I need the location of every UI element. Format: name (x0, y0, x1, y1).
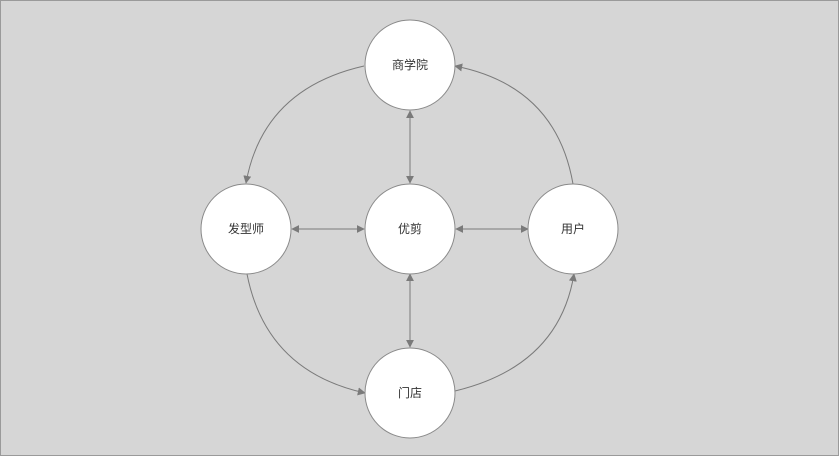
edge-bottom-to-right (454, 273, 577, 392)
node-bottom[interactable]: 门店 (364, 347, 456, 439)
node-left[interactable]: 发型师 (200, 183, 292, 275)
node-right-label: 用户 (561, 221, 585, 236)
node-right[interactable]: 用户 (527, 183, 619, 275)
node-top[interactable]: 商学院 (364, 19, 456, 111)
edge-top-to-left (243, 65, 365, 184)
edge-left-to-bottom (246, 273, 366, 396)
node-center[interactable]: 优剪 (364, 183, 456, 275)
node-center-label: 优剪 (398, 221, 422, 236)
node-left-label: 发型师 (228, 221, 264, 236)
edge-right-to-top (454, 63, 574, 185)
node-bottom-label: 门店 (398, 385, 422, 400)
node-top-label: 商学院 (392, 57, 428, 72)
